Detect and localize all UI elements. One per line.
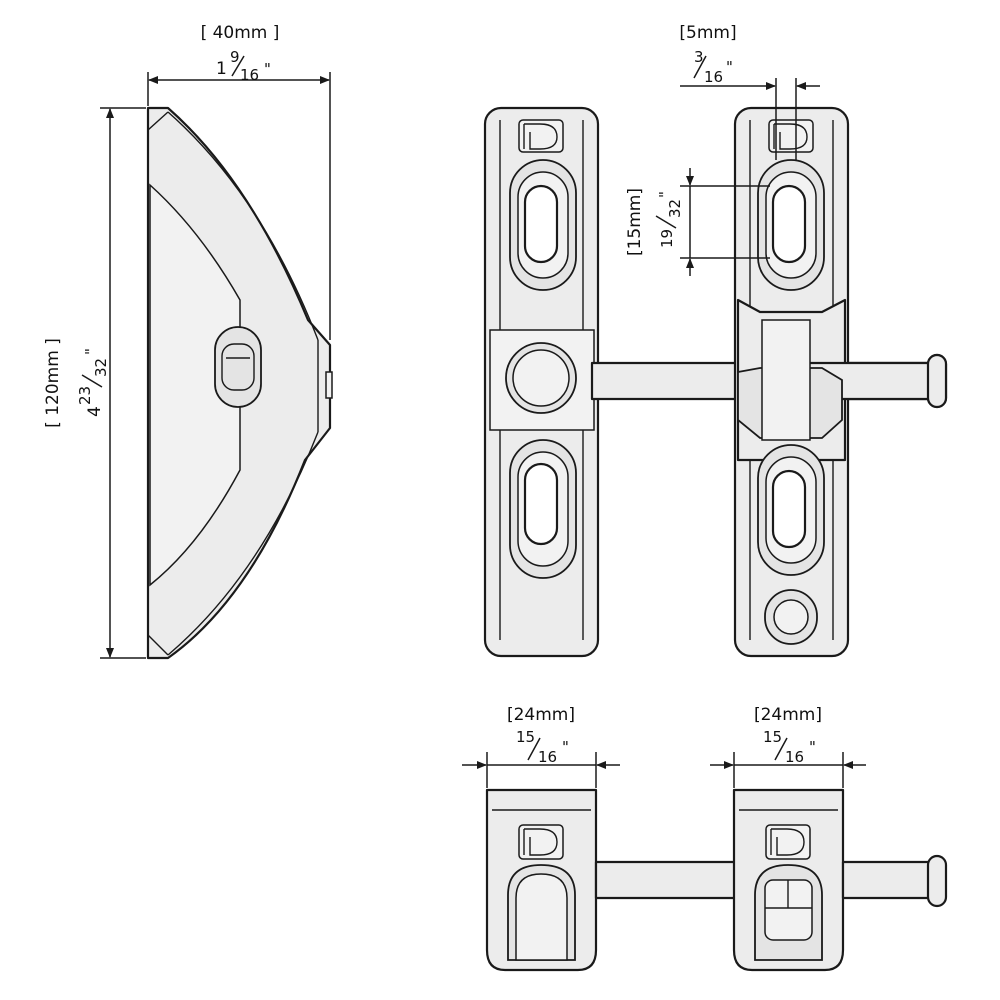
side-height-whole: 4 — [85, 406, 105, 417]
latch-knob — [505, 342, 577, 414]
front-view-right: [5mm] 3 16 " [15mm] 19 32 " — [625, 23, 948, 658]
lower-mounting-slot — [757, 444, 825, 576]
bottom-left-width-metric: [24mm] — [507, 705, 575, 725]
bottom-right-width-unit: " — [809, 738, 816, 756]
gap-width-den: 16 — [704, 68, 723, 86]
bottom-left-width-dimension: [24mm] 15 16 " — [462, 705, 620, 788]
side-height-num: 23 — [76, 386, 94, 405]
slot-length-metric: [15mm] — [625, 188, 645, 256]
side-height-metric: [ 120mm ] — [43, 338, 63, 428]
slot-length-unit: " — [656, 191, 674, 198]
bottom-view-right: [24mm] 15 16 " — [710, 705, 948, 972]
upper-mounting-slot — [757, 159, 825, 291]
brand-logo-icon — [518, 824, 564, 860]
gap-width-num: 3 — [694, 48, 704, 66]
side-height-unit: " — [82, 348, 100, 355]
bottom-view-left: [24mm] 15 16 " — [462, 705, 740, 972]
gap-width-unit: " — [726, 58, 733, 76]
brand-logo-icon — [768, 119, 814, 153]
gap-width-metric: [5mm] — [679, 23, 736, 43]
brand-logo-icon — [765, 824, 811, 860]
bottom-left-width-unit: " — [562, 738, 569, 756]
slot-length-num: 19 — [658, 229, 676, 248]
side-width-metric: [ 40mm ] — [201, 23, 280, 43]
side-height-den: 32 — [92, 358, 110, 377]
slot-length-dimension: [15mm] 19 32 " — [625, 168, 770, 276]
side-width-dimension: [ 40mm ] 1 9 16 " — [147, 23, 331, 340]
bottom-right-width-dimension: [24mm] 15 16 " — [710, 705, 866, 788]
side-height-dimension: [ 120mm ] 4 23 32 " — [43, 107, 146, 659]
bottom-right-width-metric: [24mm] — [754, 705, 822, 725]
side-width-whole: 1 — [216, 59, 227, 79]
bottom-right-width-num: 15 — [763, 728, 782, 746]
upper-mounting-slot — [509, 159, 577, 291]
side-width-den: 16 — [240, 66, 259, 84]
slot-length-den: 32 — [666, 199, 684, 218]
side-width-num: 9 — [230, 48, 240, 66]
side-profile-view: [ 40mm ] 1 9 16 " [ 120mm ] 4 23 32 " — [43, 23, 333, 660]
bottom-left-width-den: 16 — [538, 748, 557, 766]
screw-hole — [764, 589, 818, 645]
bottom-left-width-num: 15 — [516, 728, 535, 746]
bottom-right-width-den: 16 — [785, 748, 804, 766]
gap-width-dimension: [5mm] 3 16 " — [679, 23, 820, 160]
lower-mounting-slot — [509, 439, 577, 579]
brand-logo-icon — [518, 119, 564, 153]
side-width-unit: " — [264, 60, 271, 78]
